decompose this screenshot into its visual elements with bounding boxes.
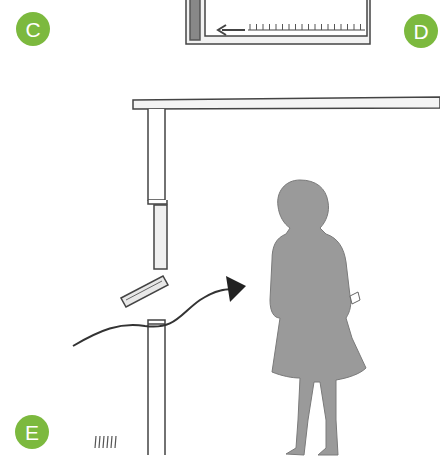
child-silhouette (270, 180, 366, 455)
badge-letter: E (25, 422, 39, 443)
ruler-tick (295, 24, 296, 30)
ruler-tick (276, 24, 277, 30)
hatch-stroke (111, 436, 112, 448)
ruler-tick (315, 24, 316, 30)
floor-hatch (95, 436, 116, 448)
hatch-stroke (99, 436, 100, 448)
window-frame-top (186, 0, 370, 44)
ruler-tick (282, 24, 283, 30)
ruler-tick (347, 24, 348, 30)
ruler-tick (341, 24, 342, 30)
letter-badge: E (15, 415, 49, 449)
hatch-stroke (103, 436, 104, 448)
ruler-tick (263, 24, 264, 30)
air-flow-arrow (73, 276, 246, 346)
letter-badge: D (404, 14, 438, 48)
ruler-tick (360, 24, 361, 30)
badge-letter: D (413, 21, 428, 42)
ruler-tick (302, 24, 303, 30)
ruler-tick (321, 24, 322, 30)
ruler-tick (354, 24, 355, 30)
ruler-tick (308, 24, 309, 30)
ruler-tick (289, 24, 290, 30)
ruler-tick (250, 24, 251, 30)
ceiling (133, 97, 440, 109)
wall (121, 109, 168, 455)
badge-letter: C (25, 19, 40, 40)
hatch-stroke (107, 436, 108, 448)
letter-badge: C (16, 12, 50, 46)
hatch-stroke (95, 436, 96, 448)
ruler-tick (269, 24, 270, 30)
ruler-tick (256, 24, 257, 30)
hatch-stroke (115, 436, 116, 448)
ruler-tick (334, 24, 335, 30)
ruler-tick (328, 24, 329, 30)
